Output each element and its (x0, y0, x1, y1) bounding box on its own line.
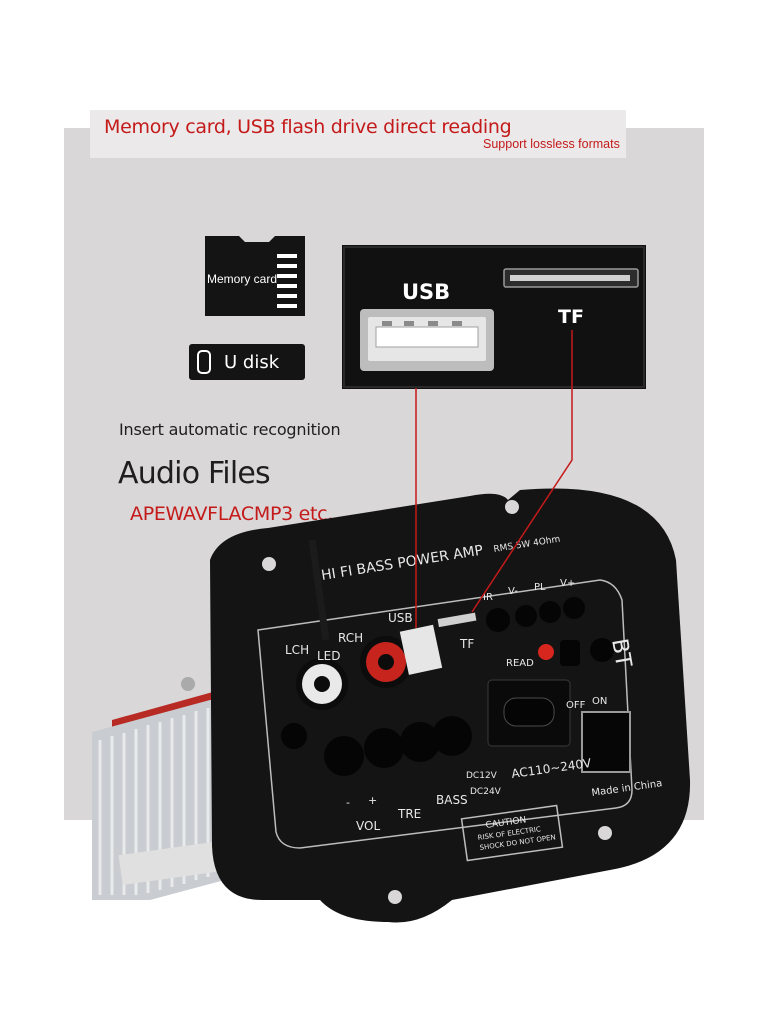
udisk-connector-icon (197, 350, 211, 374)
board-bass-label: BASS (436, 793, 468, 807)
board-bt-label: BT (606, 637, 636, 670)
banner-subheading: Support lossless formats (483, 137, 620, 151)
memory-card-label: Memory card (207, 272, 278, 286)
board-vol-plus: + (368, 794, 377, 807)
banner-heading: Memory card, USB flash drive direct read… (104, 116, 512, 138)
board-dc12v-label: DC12V (466, 771, 498, 781)
board-usb-label: USB (388, 611, 413, 625)
board-tf-label: TF (459, 637, 474, 651)
board-rch-label: RCH (338, 631, 363, 645)
memory-card-icon (205, 236, 305, 316)
board-vol-label: VOL (356, 819, 380, 833)
board-vminus-label: V- (508, 586, 518, 597)
board-dc24v-label: DC24V (470, 787, 502, 797)
ports-closeup-photo: USB TF (342, 245, 646, 389)
board-vplus-label: V+ (560, 578, 575, 589)
board-read-label: READ (506, 658, 534, 669)
board-vol-minus: - (346, 796, 350, 809)
supported-formats-text: APEWAVFLACMP3 etc. (130, 503, 334, 525)
audio-files-heading: Audio Files (118, 456, 271, 491)
tf-slot-label: TF (558, 306, 584, 328)
insert-recognition-text: Insert automatic recognition (119, 420, 341, 439)
usb-port-label: USB (402, 280, 450, 304)
board-ir-label: IR (483, 592, 493, 603)
board-off-label: OFF (566, 700, 586, 711)
board-led-label: LED (317, 649, 341, 663)
board-lch-label: LCH (285, 643, 309, 657)
udisk-label: U disk (224, 352, 280, 373)
board-tre-label: TRE (397, 807, 421, 821)
board-on-label: ON (592, 696, 607, 707)
banner-strip (90, 110, 626, 158)
board-pl-label: PL (534, 582, 546, 593)
